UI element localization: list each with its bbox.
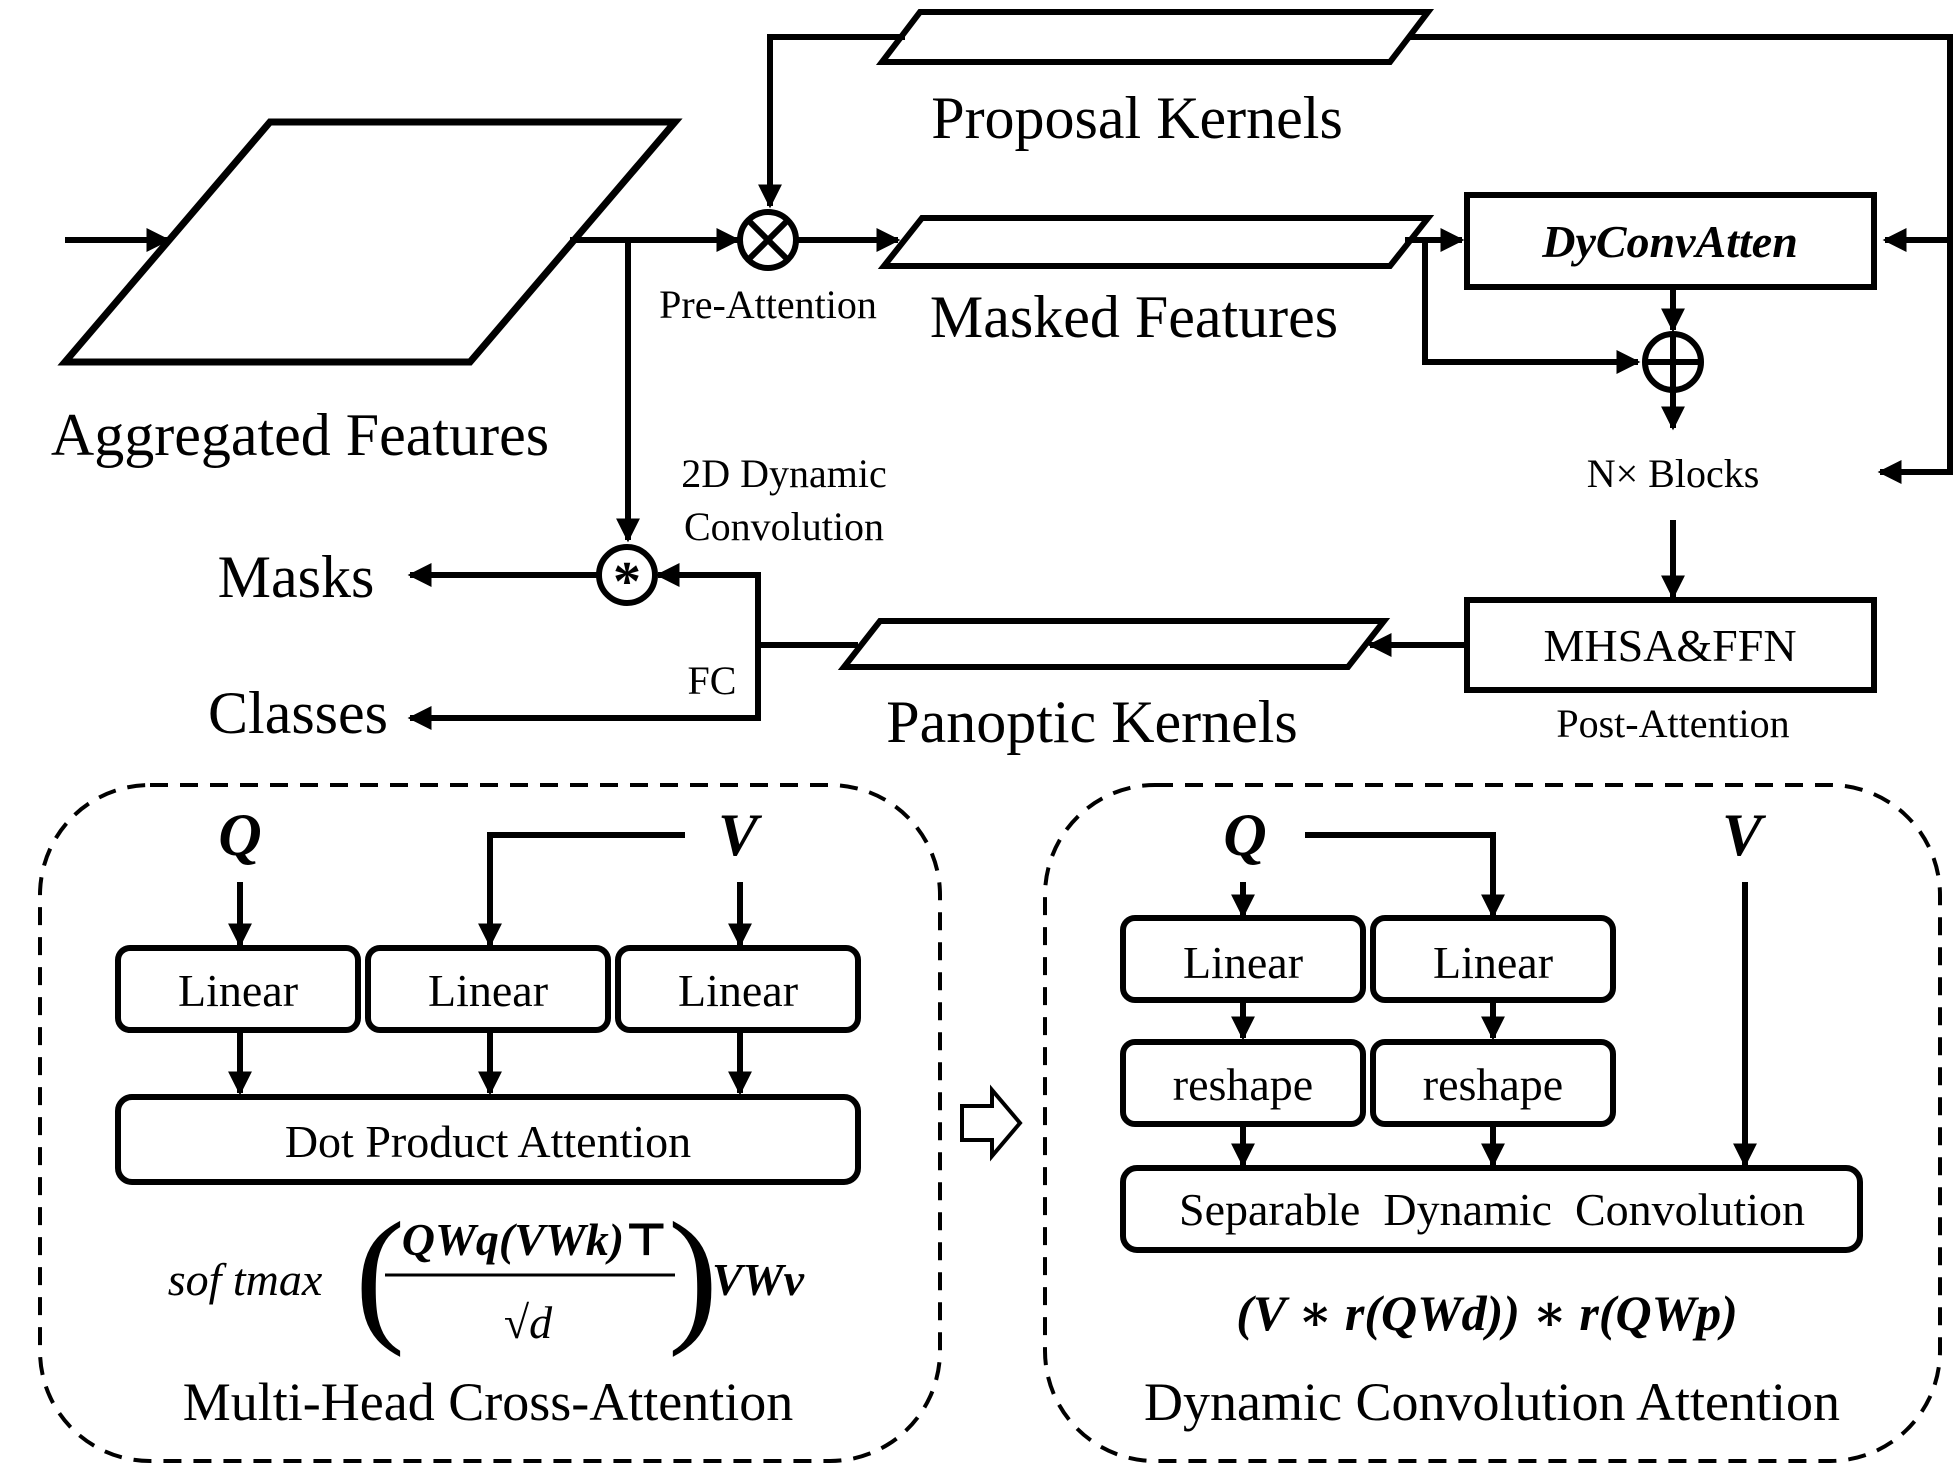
aggregated-features-label: Aggregated Features	[51, 402, 549, 468]
left-formula-numerator: QWq(VWk)⊤	[402, 1214, 669, 1265]
right-linear-1-label: Linear	[1183, 937, 1303, 988]
right-linear-2-label: Linear	[1433, 937, 1553, 988]
dyconvatten-box	[1464, 192, 1877, 290]
left-q-label: Q	[218, 802, 261, 868]
left-linear-1-label: Linear	[178, 965, 298, 1016]
right-reshape-1-label: reshape	[1173, 1059, 1313, 1110]
dynamic-conv-attention-panel	[1043, 783, 1942, 1463]
left-formula-prefix: sof tmax	[168, 1254, 323, 1305]
proposal-kernels-shape	[875, 9, 1435, 65]
proposal-kernels-label: Proposal Kernels	[931, 85, 1343, 151]
post-attention-label: Post-Attention	[1556, 701, 1789, 746]
pre-attention-label: Pre-Attention	[659, 282, 877, 327]
right-q-label: Q	[1223, 802, 1266, 868]
n-blocks-label: N× Blocks	[1587, 451, 1760, 496]
right-v-label: V	[1722, 802, 1767, 868]
masks-label: Masks	[218, 544, 375, 610]
separable-dynamic-conv-box	[1120, 1165, 1863, 1253]
left-formula-denominator: √d	[504, 1297, 553, 1348]
proposal-feedback-line	[1410, 34, 1953, 484]
left-formula-suffix: VWv	[712, 1254, 805, 1305]
proposal-to-multiply-arrow	[758, 34, 905, 209]
panel-transition-arrow	[960, 1084, 1023, 1162]
right-reshape-2-label: reshape	[1423, 1059, 1563, 1110]
left-panel-title: Multi-Head Cross-Attention	[183, 1372, 793, 1432]
add-node	[1642, 331, 1704, 393]
dot-product-attention-box	[115, 1094, 861, 1185]
right-formula: (V ∗ r(QWd)) ∗ r(QWp)	[1236, 1285, 1738, 1341]
left-linear-3-label: Linear	[678, 965, 798, 1016]
dynamic-conv-label-line2: Convolution	[684, 504, 884, 549]
right-q-arrow-2	[1305, 832, 1505, 919]
left-formula-close-paren: )	[668, 1192, 718, 1358]
multiply-node	[737, 209, 799, 271]
right-panel-title: Dynamic Convolution Attention	[1144, 1372, 1840, 1432]
mhsa-ffn-label: MHSA&FFN	[1543, 620, 1796, 671]
left-v-label: V	[718, 802, 763, 868]
dyconvatten-label: DyConvAtten	[1541, 216, 1798, 267]
left-v-to-key-arrow	[478, 832, 685, 948]
masked-features-shape	[877, 215, 1435, 269]
dynamic-conv-node: *	[596, 544, 658, 613]
separable-dynamic-conv-label: Separable Dynamic Convolution	[1179, 1184, 1805, 1235]
cross-attention-panel	[38, 783, 942, 1463]
classes-label: Classes	[208, 680, 388, 746]
dynamic-conv-symbol: *	[613, 551, 641, 613]
left-linear-2-label: Linear	[428, 965, 548, 1016]
residual-branch-arrow	[1422, 240, 1641, 374]
aggregated-features-shape	[57, 118, 683, 366]
junction-to-conv-arrow	[655, 563, 761, 645]
dot-product-attention-label: Dot Product Attention	[285, 1116, 691, 1167]
junction-to-classes-arrow	[407, 645, 761, 730]
masked-features-label: Masked Features	[930, 284, 1338, 350]
panoptic-kernels-shape	[837, 618, 1391, 670]
fc-label: FC	[688, 658, 737, 703]
dynamic-conv-label-line1: 2D Dynamic	[681, 451, 887, 496]
panoptic-kernels-label: Panoptic Kernels	[886, 689, 1298, 755]
